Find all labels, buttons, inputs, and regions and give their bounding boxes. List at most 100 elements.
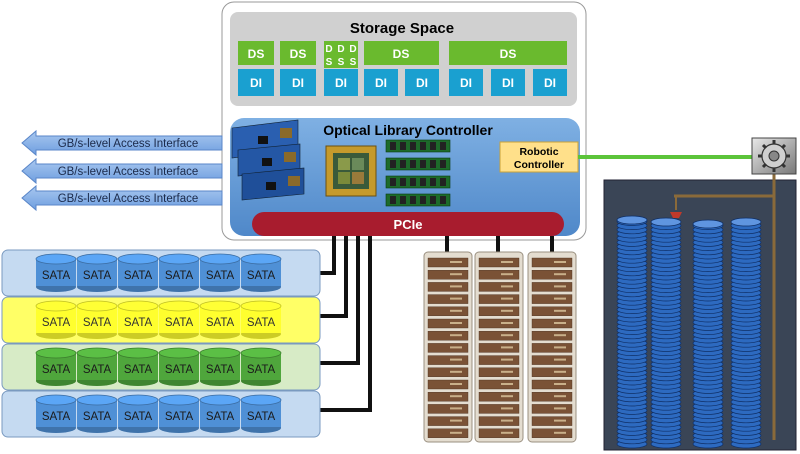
di-block xyxy=(533,69,567,96)
sata-disk: SATA xyxy=(240,347,282,386)
di-block xyxy=(238,69,274,96)
disc-stack xyxy=(692,219,724,449)
storage-space-title: Storage Space xyxy=(350,20,454,37)
sata-disk: SATA xyxy=(76,394,118,433)
sata-disk: SATA xyxy=(35,253,77,292)
dds-letter: D xyxy=(349,44,356,55)
sata-connection-lines xyxy=(320,236,554,412)
disc-stacks xyxy=(616,215,762,449)
sata-disk: SATA xyxy=(199,394,241,433)
optical-drive-towers xyxy=(423,251,577,443)
disc-stack xyxy=(730,217,762,449)
interface-cards-icon xyxy=(231,119,305,201)
sata-disk-label: SATA xyxy=(83,270,112,282)
cpu-chip-icon xyxy=(325,145,377,197)
sata-disk-label: SATA xyxy=(247,317,276,329)
di-label: DI xyxy=(416,76,428,90)
access-interface-arrow xyxy=(21,157,223,185)
di-block xyxy=(280,69,316,96)
access-interface-label: GB/s-level Access Interface xyxy=(58,193,199,205)
sata-disk-array: SATA SATA SATA SATA SATA SATA SATA SATA SATA SATA… xyxy=(1,249,321,438)
di-block xyxy=(449,69,483,96)
pcie-label: PCIe xyxy=(394,217,423,232)
sata-disk-label: SATA xyxy=(124,364,153,376)
sata-disk: SATA xyxy=(158,300,200,339)
sata-disk-label: SATA xyxy=(165,270,194,282)
access-interface-label: GB/s-level Access Interface xyxy=(58,166,199,178)
di-label: DI xyxy=(375,76,387,90)
sata-disk: SATA xyxy=(117,394,159,433)
access-interface-label: GB/s-level Access Interface xyxy=(58,138,199,150)
ds-block xyxy=(449,41,567,65)
ds-label: DS xyxy=(248,47,265,61)
sata-disk: SATA xyxy=(117,347,159,386)
di-row: DI DI DI DI DI DI DI DI xyxy=(238,69,567,96)
sata-disk-label: SATA xyxy=(42,317,71,329)
sata-disk: SATA xyxy=(199,253,241,292)
di-block xyxy=(364,69,398,96)
access-interface-arrow xyxy=(21,184,223,212)
di-block xyxy=(324,69,358,96)
ds-label: DS xyxy=(500,47,517,61)
sata-disk: SATA xyxy=(117,300,159,339)
sata-disk: SATA xyxy=(76,300,118,339)
ds-label: DS xyxy=(290,47,307,61)
sata-disk: SATA xyxy=(158,347,200,386)
dds-block xyxy=(324,41,358,68)
sata-disk-label: SATA xyxy=(165,317,194,329)
robotic-controller-label-line1: Robotic xyxy=(519,146,558,158)
sata-disk: SATA xyxy=(76,253,118,292)
sata-disk-label: SATA xyxy=(206,411,235,423)
ds-block xyxy=(238,41,274,65)
sata-disk-label: SATA xyxy=(247,364,276,376)
access-interface-arrows: GB/s-level Access Interface GB/s-level A… xyxy=(21,129,223,212)
di-label: DI xyxy=(460,76,472,90)
sata-disk: SATA xyxy=(35,347,77,386)
sata-disk-label: SATA xyxy=(206,364,235,376)
sata-disk-label: SATA xyxy=(247,270,276,282)
disc-stack xyxy=(616,215,648,449)
di-label: DI xyxy=(502,76,514,90)
ds-label: DS xyxy=(393,47,410,61)
robotic-controller-label-line2: Controller xyxy=(514,159,564,171)
di-label: DI xyxy=(544,76,556,90)
sata-disk-label: SATA xyxy=(247,411,276,423)
robotic-controller-box xyxy=(499,141,579,173)
optical-drive-tower xyxy=(474,251,524,443)
memory-modules-icon xyxy=(385,139,451,207)
ds-block xyxy=(280,41,316,65)
sata-disk-label: SATA xyxy=(83,364,112,376)
gear-icon xyxy=(751,137,797,175)
sata-disk-label: SATA xyxy=(124,411,153,423)
di-label: DI xyxy=(292,76,304,90)
sata-disk-label: SATA xyxy=(165,411,194,423)
optical-drive-tower xyxy=(527,251,577,443)
sata-disk: SATA xyxy=(240,394,282,433)
sata-disk: SATA xyxy=(199,300,241,339)
di-label: DI xyxy=(250,76,262,90)
sata-disk-label: SATA xyxy=(124,317,153,329)
di-block xyxy=(405,69,439,96)
controller-title: Optical Library Controller xyxy=(323,122,493,138)
robotic-arm xyxy=(670,172,776,440)
sata-disk: SATA xyxy=(35,394,77,433)
sata-disk: SATA xyxy=(158,394,200,433)
sata-disk-label: SATA xyxy=(42,411,71,423)
sata-disk-label: SATA xyxy=(83,411,112,423)
sata-disk: SATA xyxy=(199,347,241,386)
sata-disk-label: SATA xyxy=(206,317,235,329)
sata-disk: SATA xyxy=(158,253,200,292)
ds-block xyxy=(364,41,439,65)
di-label: DI xyxy=(335,76,347,90)
sata-disk: SATA xyxy=(240,253,282,292)
dds-letter: S xyxy=(326,57,333,68)
sata-disk: SATA xyxy=(76,347,118,386)
sata-disk: SATA xyxy=(117,253,159,292)
sata-disk: SATA xyxy=(240,300,282,339)
sata-disk: SATA xyxy=(35,300,77,339)
dds-letter: S xyxy=(350,57,357,68)
sata-disk-label: SATA xyxy=(42,364,71,376)
sata-disk-label: SATA xyxy=(42,270,71,282)
access-interface-arrow xyxy=(21,129,223,157)
